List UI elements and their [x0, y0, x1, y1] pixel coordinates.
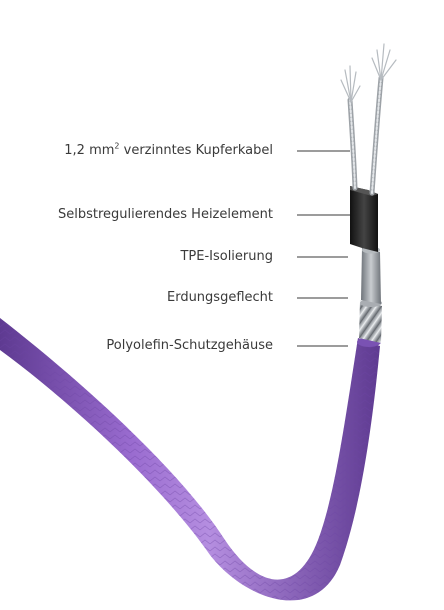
outer-jacket-shape: [0, 318, 381, 600]
label-copper-prefix: 1,2 mm: [64, 143, 114, 158]
ground-braid-shape: [359, 299, 382, 343]
tpe-insulation-shape: [361, 247, 381, 305]
leader-lines: [297, 151, 350, 346]
label-ground-braid: Erdungsgeflecht: [167, 290, 273, 306]
label-tpe-insulation: TPE-Isolierung: [180, 249, 273, 265]
label-outer-jacket: Polyolefin-Schutzgehäuse: [106, 338, 273, 354]
heating-element-shape: [350, 186, 378, 252]
label-copper-suffix: verzinntes Kupferkabel: [120, 143, 274, 158]
label-copper-wire: 1,2 mm2 verzinntes Kupferkabel: [64, 143, 273, 159]
label-heating-element: Selbstregulierendes Heizelement: [58, 207, 273, 223]
copper-wires-shape: [341, 44, 396, 193]
